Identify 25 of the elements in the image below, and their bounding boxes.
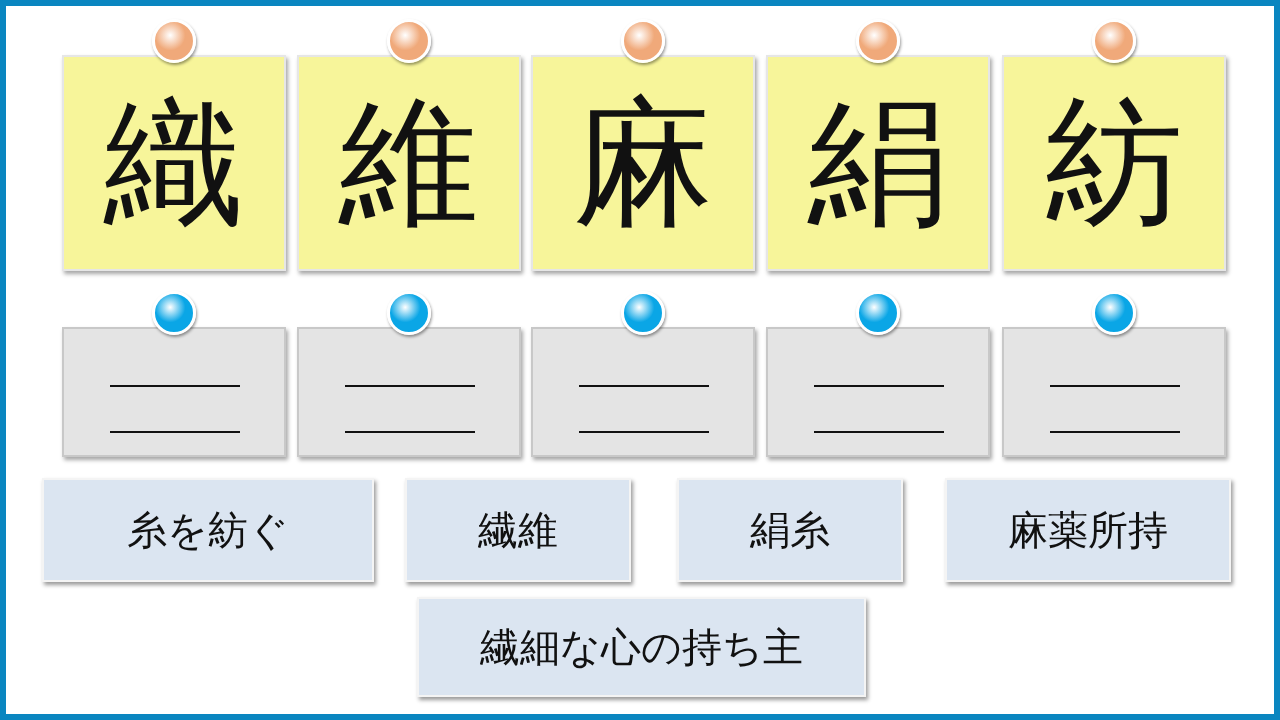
answer-card xyxy=(1002,327,1226,457)
answer-card xyxy=(297,327,521,457)
word-text: 繊細な心の持ち主 xyxy=(480,622,803,672)
word-text: 絹糸 xyxy=(750,505,830,555)
sticky-note xyxy=(297,55,521,271)
word-text: 繊維 xyxy=(478,505,558,555)
word-text: 麻薬所持 xyxy=(1008,505,1168,555)
word-text: 糸を紡ぐ xyxy=(127,505,289,555)
word-card xyxy=(417,597,866,697)
word-card xyxy=(677,478,903,582)
word-card xyxy=(42,478,374,582)
answer-card xyxy=(62,327,286,457)
kanji-character: 紡 xyxy=(1044,93,1184,233)
kanji-character: 織 xyxy=(104,93,244,233)
kanji-character: 麻 xyxy=(573,93,713,233)
sticky-note xyxy=(766,55,990,271)
answer-card xyxy=(531,327,755,457)
word-card xyxy=(405,478,631,582)
kanji-character: 絹 xyxy=(808,93,948,233)
sticky-note xyxy=(1002,55,1226,271)
kanji-character: 維 xyxy=(339,93,479,233)
sticky-note xyxy=(62,55,286,271)
word-card xyxy=(945,478,1231,582)
sticky-note xyxy=(531,55,755,271)
answer-card xyxy=(766,327,990,457)
